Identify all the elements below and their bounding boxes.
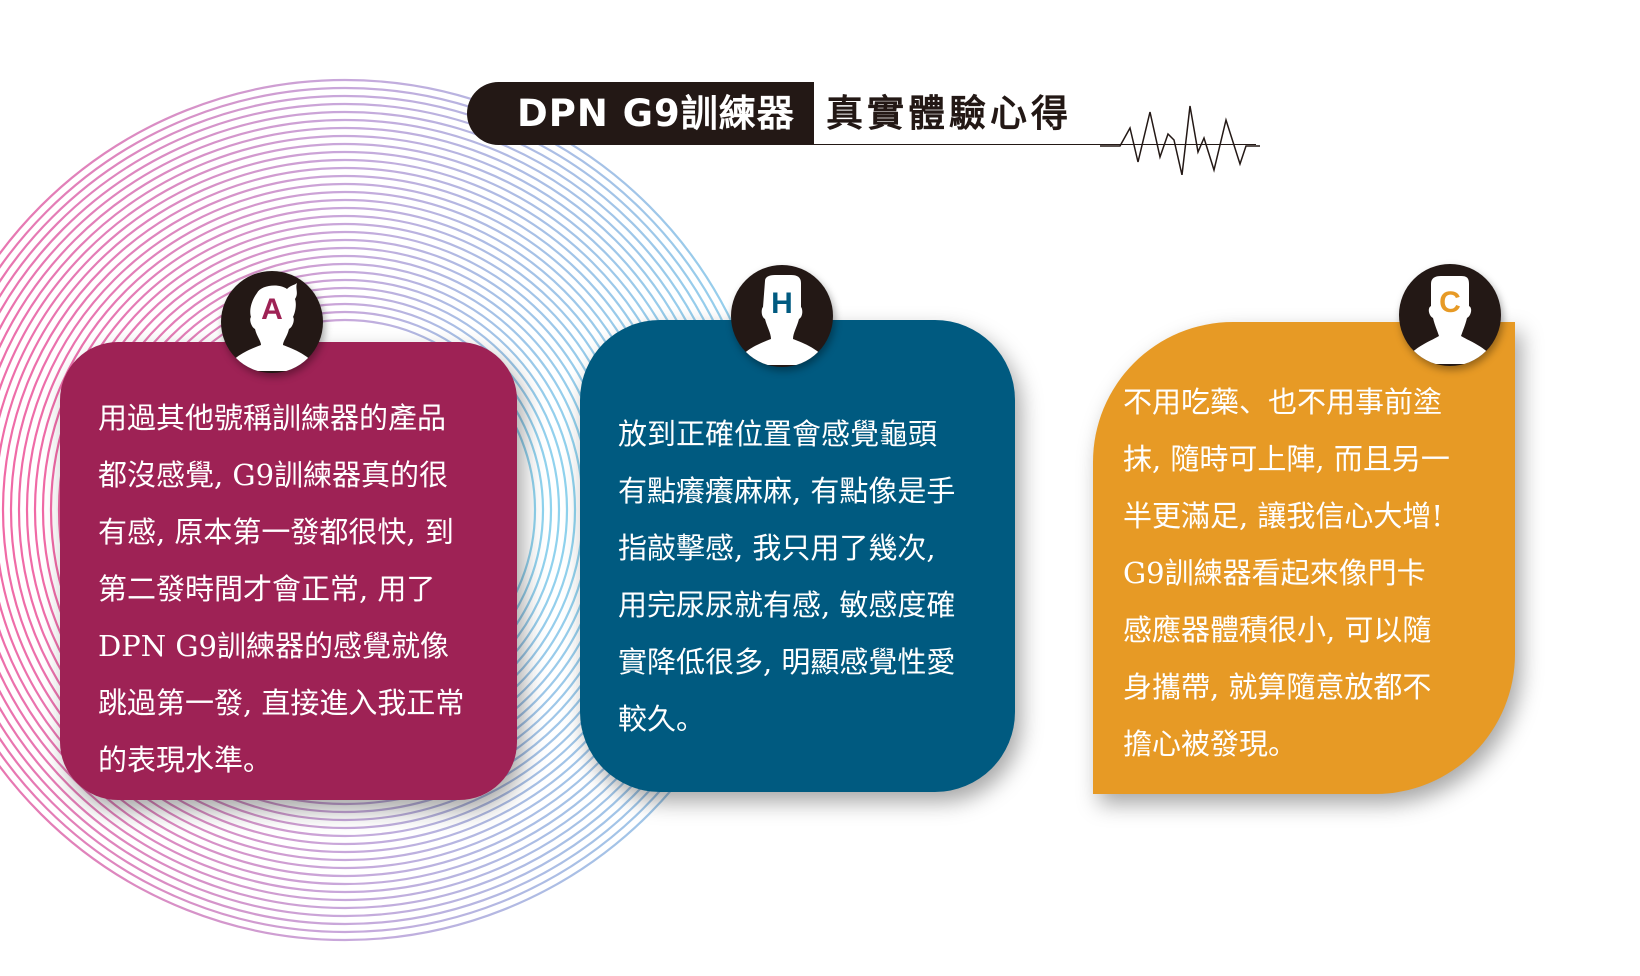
testimonial-line: 擔心被發現。 [1123, 727, 1298, 761]
testimonial-line: G9訓練器看起來像門卡 [1123, 556, 1426, 590]
avatar-initial: A [261, 293, 283, 326]
testimonial-card-a: 用過其他號稱訓練器的產品 都沒感覺, G9訓練器真的很 有感, 原本第一發都很快… [60, 342, 517, 800]
avatar-initial: H [771, 287, 793, 320]
avatar-c: C [1399, 264, 1501, 366]
testimonial-line: 第二發時間才會正常, 用了 [98, 572, 436, 606]
testimonial-line: 跳過第一發, 直接進入我正常 [98, 686, 465, 720]
testimonial-line: 都沒感覺, G9訓練器真的很 [98, 458, 449, 492]
testimonial-line: 感應器體積很小, 可以隨 [1123, 613, 1432, 647]
testimonial-line: 用過其他號稱訓練器的產品 [98, 401, 447, 435]
testimonial-line: 指敲擊感, 我只用了幾次, [618, 531, 936, 565]
header-underline [814, 144, 1256, 145]
testimonial-line: 半更滿足, 讓我信心大增! [1123, 499, 1444, 533]
avatar-h: H [731, 265, 833, 367]
testimonial-line: 不用吃藥、也不用事前塗 [1123, 385, 1443, 419]
user-silhouette-icon [225, 283, 319, 371]
testimonial-line: 抹, 隨時可上陣, 而且另一 [1123, 442, 1450, 476]
testimonial-line: 的表現水準。 [98, 743, 273, 777]
header-title-light: 真實體驗心得 [826, 92, 1072, 135]
testimonial-line: 有感, 原本第一發都很快, 到 [98, 515, 454, 549]
testimonial-line: 身攜帶, 就算隨意放都不 [1123, 670, 1432, 704]
testimonial-card-c: 不用吃藥、也不用事前塗 抹, 隨時可上陣, 而且另一 半更滿足, 讓我信心大增!… [1093, 322, 1515, 794]
avatar-initial: C [1439, 286, 1461, 319]
heartbeat-wave-icon [1100, 105, 1260, 175]
user-silhouette-icon [1403, 276, 1497, 364]
testimonial-line: 放到正確位置會感覺龜頭 [618, 417, 938, 451]
header-title-dark: DPN G9訓練器 [467, 82, 814, 145]
avatar-a: A [221, 271, 323, 373]
testimonial-line: 較久。 [618, 702, 706, 736]
testimonial-card-h: 放到正確位置會感覺龜頭 有點癢癢麻麻, 有點像是手 指敲擊感, 我只用了幾次, … [580, 320, 1015, 792]
testimonial-line: DPN G9訓練器的感覺就像 [98, 629, 449, 663]
user-silhouette-icon [735, 275, 829, 365]
testimonial-line: 實降低很多, 明顯感覺性愛 [618, 645, 956, 679]
testimonial-line: 用完尿尿就有感, 敏感度確 [618, 588, 956, 622]
testimonial-line: 有點癢癢麻麻, 有點像是手 [618, 474, 956, 508]
